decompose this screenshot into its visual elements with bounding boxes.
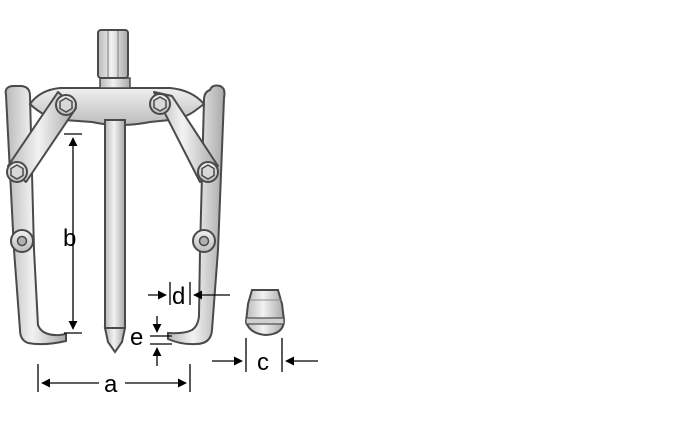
jaw-tip-detail (244, 289, 286, 337)
hex-bolt-mid-right (197, 161, 219, 183)
dimension-c: c (212, 338, 318, 376)
spindle-nut (97, 29, 129, 79)
dimension-label-b: b (63, 225, 76, 252)
dimension-label-e: e (130, 324, 143, 351)
right-jaw-arm (167, 84, 226, 346)
hex-bolt-top-left (55, 94, 77, 116)
dimension-label-a: a (104, 371, 118, 398)
dimension-b: b (63, 133, 82, 334)
hex-bolt-top-right (149, 93, 171, 115)
pivot-pin-right (192, 229, 216, 253)
spindle (103, 119, 127, 354)
dimension-a: a (37, 364, 191, 398)
pivot-pin-left (10, 229, 34, 253)
dimension-d: d (148, 282, 230, 310)
right-link-bar (153, 91, 219, 183)
dimension-label-c: c (257, 349, 269, 376)
hex-bolt-mid-left (6, 161, 28, 183)
dimension-label-d: d (172, 283, 185, 310)
dimension-e: e (130, 316, 172, 366)
